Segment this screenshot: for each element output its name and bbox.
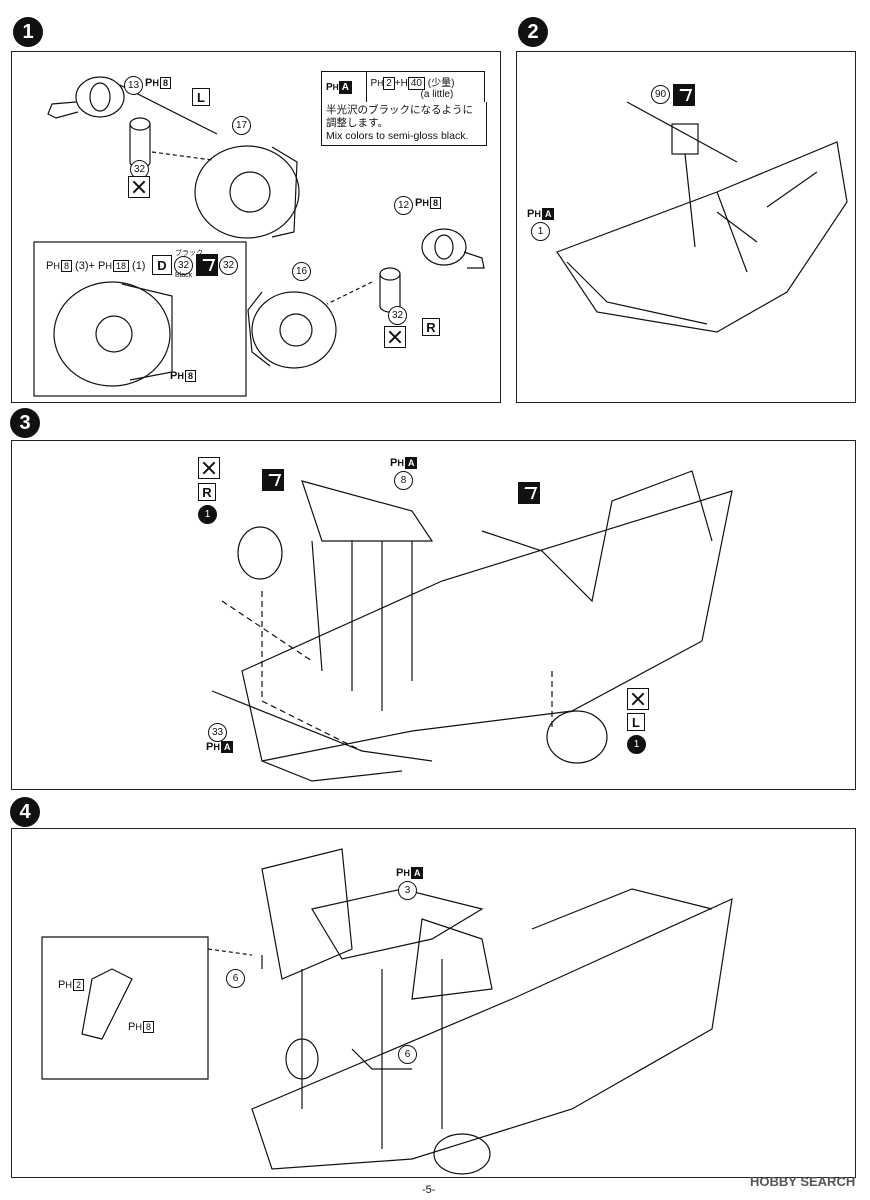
- decal-letter: D: [152, 255, 172, 275]
- detail-paint-2-value: 2: [72, 979, 84, 991]
- subassembly-ref-1: 1: [198, 505, 217, 524]
- mix-b: 40: [407, 77, 425, 90]
- step-1-illustration: [33, 76, 485, 397]
- part-number-13: 13: [124, 76, 143, 95]
- cement-icon-3r: [198, 457, 220, 479]
- cement-icon-r: [384, 326, 406, 348]
- decal-apply-icon-3b: [518, 482, 540, 504]
- step-number-3: 3: [10, 408, 40, 438]
- decal-apply-icon-3a: [262, 469, 284, 491]
- part-number-33: 33: [208, 723, 227, 742]
- paint-13-value: 8: [159, 77, 171, 89]
- step-2-illustration: [556, 101, 848, 333]
- step-number-4: 4: [10, 797, 40, 827]
- part-number-1: 1: [531, 222, 550, 241]
- part-number-6-b: 6: [398, 1045, 417, 1064]
- part-number-12: 12: [394, 196, 413, 215]
- step3-paint-33-value: A: [220, 741, 234, 753]
- part-number-6-a: 6: [226, 969, 245, 988]
- step-4-illustration: [41, 848, 733, 1175]
- decal-sub-en: Black: [175, 272, 193, 279]
- detail-paint-b: 18: [112, 260, 129, 272]
- step-number-2: 2: [518, 17, 548, 47]
- part-number-3: 3: [398, 881, 417, 900]
- part-number-90: 90: [651, 85, 670, 104]
- mix-a: 2: [383, 77, 395, 90]
- detail-paint-a: 8: [60, 260, 72, 272]
- step2-paint-value: A: [541, 208, 555, 220]
- right-indicator-3: R: [198, 483, 216, 501]
- left-indicator: L: [192, 88, 210, 106]
- detail-paint-b-qty: (1): [132, 260, 146, 272]
- left-indicator-3: L: [627, 713, 645, 731]
- color-note: 半光沢のブラックになるように調整します。 Mix colors to semi-…: [321, 102, 487, 146]
- page-number: -5-: [422, 1184, 436, 1196]
- subassembly-ref-1b: 1: [627, 735, 646, 754]
- right-indicator: R: [422, 318, 440, 336]
- part-number-8: 8: [394, 471, 413, 490]
- paint-12-value: 8: [429, 197, 441, 209]
- cement-icon: [128, 176, 150, 198]
- decal-apply-icon: [196, 254, 218, 276]
- cement-icon-3l: [627, 688, 649, 710]
- part-number-32-d: 32: [388, 306, 407, 325]
- detail-paint-a-qty: (3): [75, 260, 89, 272]
- step3-paint-8-value: A: [404, 457, 418, 469]
- watermark-logo: HOBBY SEARCH: [750, 1174, 856, 1189]
- decal-number-32: 32: [174, 256, 193, 275]
- step4-paint-3-value: A: [410, 867, 424, 879]
- decal-apply-icon-2: [673, 84, 695, 106]
- decal-number-32-b: 32: [219, 256, 238, 275]
- step-3-illustration: [211, 470, 733, 782]
- part-number-17: 17: [232, 116, 251, 135]
- color-note-en: Mix colors to semi-gloss black.: [326, 130, 469, 142]
- step-number-1: 1: [13, 17, 43, 47]
- detail-paint-8-value: 8: [142, 1021, 154, 1033]
- part-number-16: 16: [292, 262, 311, 281]
- color-note-jp: 半光沢のブラックになるように調整します。: [326, 104, 473, 129]
- decal-tag-jp: ブラック: [175, 250, 203, 257]
- mix-note-en: (a little): [420, 89, 454, 100]
- color-left-value: A: [338, 80, 352, 94]
- mix-note-jp: (少量): [427, 78, 455, 89]
- detail-caliper-value: 8: [184, 370, 196, 382]
